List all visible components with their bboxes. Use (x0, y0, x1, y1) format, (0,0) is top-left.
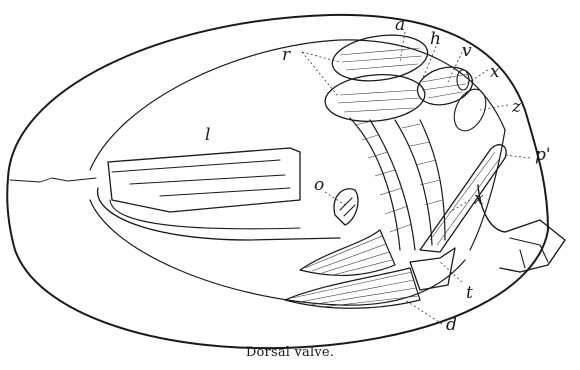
plate-l (98, 148, 340, 240)
label-a-top: a (395, 15, 405, 35)
label-o: o (314, 175, 324, 195)
figure-caption: Dorsal valve. (0, 345, 580, 360)
label-l: l (205, 125, 210, 145)
label-h: h (430, 29, 441, 49)
label-v: v (462, 41, 472, 61)
label-d: d (446, 315, 457, 335)
label-z: z (511, 97, 522, 117)
label-p-prime: p' (535, 145, 551, 165)
muscle-bundle (350, 118, 565, 272)
label-r: r (282, 45, 291, 65)
label-t: t (466, 283, 473, 303)
label-x-top: x (490, 62, 500, 82)
lower-organs (285, 189, 455, 309)
label-x-mid: x (474, 189, 484, 209)
